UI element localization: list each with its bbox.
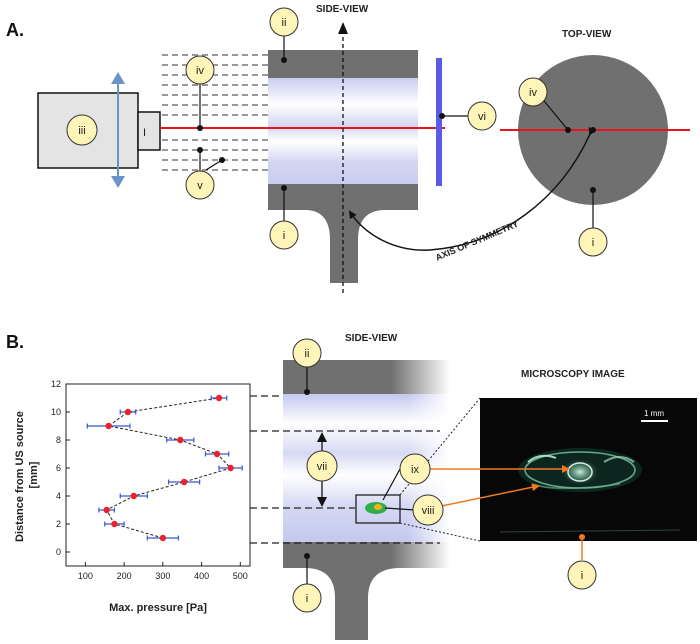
x-tick-label: 100 [78, 571, 93, 581]
callout-i-microscopy: i [567, 560, 597, 590]
svg-text:iv: iv [196, 65, 204, 77]
symmetry-axis-arrowhead [338, 22, 348, 34]
data-point [215, 394, 223, 402]
level-dashed-lines [250, 395, 440, 544]
axis-of-symmetry-label: AXIS OF SYMMETRY [434, 219, 520, 263]
microscopy-title: MICROSCOPY IMAGE [521, 369, 625, 380]
svg-text:ii: ii [305, 348, 310, 360]
svg-text:i: i [283, 230, 285, 242]
svg-text:vi: vi [478, 111, 486, 123]
pressure-chart: 0 2 4 6 8 10 12 100 200 300 400 500 Max. pressure … [14, 379, 251, 614]
data-point [105, 422, 112, 430]
y-tick-label: 0 [56, 547, 61, 557]
callout-iii: iii [66, 114, 98, 146]
leader-lines-a [199, 30, 594, 230]
data-point [130, 492, 137, 500]
pressure-series [86, 394, 243, 542]
x-tick-label: 300 [155, 571, 170, 581]
data-point [124, 408, 132, 416]
panel-a-label: A. [6, 20, 24, 40]
svg-text:i: i [592, 237, 594, 249]
svg-text:ix: ix [411, 464, 419, 476]
svg-text:i: i [306, 593, 308, 605]
axis-of-symmetry-arrow [348, 126, 597, 251]
y-ticks: 0 2 4 6 8 10 12 [51, 379, 70, 557]
x-tick-label: 400 [194, 571, 209, 581]
panel-b-label: B. [6, 332, 24, 352]
y-tick-label: 6 [56, 463, 61, 473]
data-point [177, 436, 184, 444]
top-view-title: TOP-VIEW [562, 29, 612, 40]
data-point [180, 478, 188, 486]
data-point [159, 534, 167, 542]
callout-i-a: i [269, 220, 299, 250]
svg-text:ii: ii [282, 17, 287, 29]
y-axis-title: Distance from US source [mm] [14, 408, 40, 542]
leader-dots-b [304, 389, 310, 559]
callout-ii-a: ii [269, 7, 299, 37]
y-tick-label: 8 [56, 435, 61, 445]
ultrasound-wavefront-lines [162, 54, 268, 171]
callout-ii-b: ii [292, 338, 322, 368]
data-point [227, 464, 234, 472]
top-view-center-point [590, 127, 596, 133]
chart-frame [65, 383, 251, 567]
transducer-mark: I [143, 127, 146, 139]
reflector-plate [436, 58, 442, 186]
orange-pointer-arrows [430, 465, 585, 560]
callout-vii: vii [306, 450, 338, 482]
callout-vi: vi [467, 101, 497, 131]
cell-core [374, 504, 382, 510]
callout-i-top-view: i [578, 227, 608, 257]
data-point [111, 520, 118, 528]
svg-text:viii: viii [422, 505, 435, 517]
x-ticks: 100 200 300 400 500 [78, 562, 248, 581]
x-tick-label: 500 [233, 571, 248, 581]
svg-text:iv: iv [529, 87, 537, 99]
svg-text:iii: iii [78, 125, 85, 137]
leader-lines-b [306, 366, 416, 585]
callout-ix: ix [399, 453, 431, 485]
y-tick-label: 10 [51, 407, 61, 417]
connecting-line [105, 397, 232, 539]
side-view-title-a: SIDE-VIEW [316, 4, 369, 15]
svg-text:i: i [581, 570, 583, 582]
callout-iv-top-view: iv [518, 77, 548, 107]
svg-text:vii: vii [317, 461, 327, 473]
x-axis-title: Max. pressure [Pa] [109, 602, 207, 614]
y-tick-label: 2 [56, 519, 61, 529]
leader-dots-a [197, 57, 445, 191]
callout-viii: viii [412, 494, 444, 526]
svg-text:v: v [197, 180, 203, 192]
data-point [103, 506, 110, 514]
side-view-title-b: SIDE-VIEW [345, 333, 398, 344]
callout-i-b: i [292, 583, 322, 613]
translation-arrow [111, 72, 125, 188]
y-tick-label: 4 [56, 491, 61, 501]
x-tick-label: 200 [117, 571, 132, 581]
scale-bar-label: 1 mm [644, 409, 664, 418]
callout-iv-a: iv [185, 55, 215, 85]
data-point [213, 450, 221, 458]
y-tick-label: 12 [51, 379, 61, 389]
ultrasound-transducer: I [37, 92, 161, 169]
callout-v: v [185, 170, 215, 200]
